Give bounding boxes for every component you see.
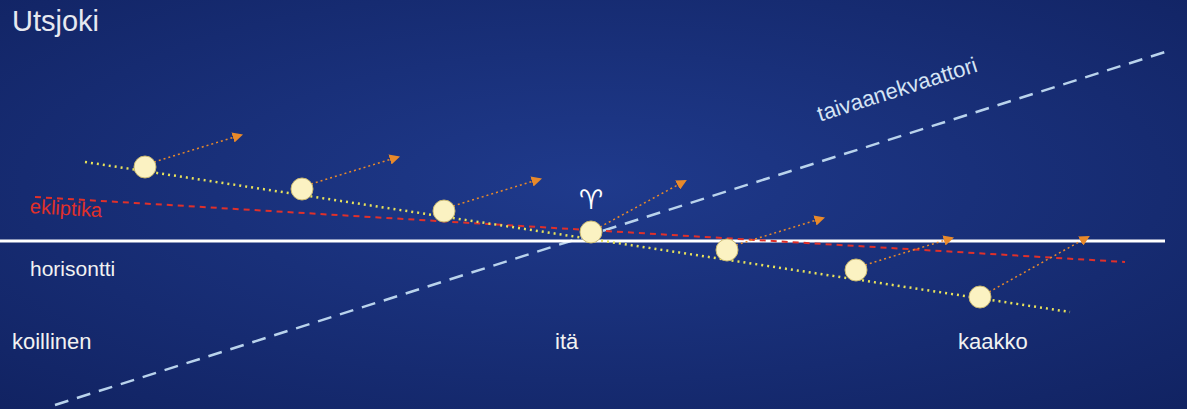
direction-label: itä xyxy=(555,331,578,353)
celestial-equator xyxy=(55,52,1165,405)
motion-arrow xyxy=(311,157,398,184)
sun-path xyxy=(85,162,1070,312)
sun-disc xyxy=(969,286,991,308)
horizon-label: horisontti xyxy=(30,258,115,279)
direction-label: koillinen xyxy=(12,331,92,353)
place-title: Utsjoki xyxy=(12,7,99,36)
motion-arrow xyxy=(989,237,1088,292)
sun-disc xyxy=(291,178,313,200)
sun-disc xyxy=(716,239,738,261)
sun-disc xyxy=(433,200,455,222)
sun-disc xyxy=(845,259,867,281)
motion-arrows xyxy=(154,135,1088,292)
aries-symbol: ♈ xyxy=(579,186,603,213)
motion-arrow xyxy=(453,179,540,206)
ecliptic-label: ekliptika xyxy=(29,196,102,220)
motion-arrow xyxy=(154,135,241,162)
motion-arrow xyxy=(600,181,685,227)
sun-disc xyxy=(580,221,602,243)
direction-label: kaakko xyxy=(958,331,1028,353)
sun-positions xyxy=(134,156,991,308)
motion-arrow xyxy=(865,238,952,265)
sun-disc xyxy=(134,156,156,178)
horizon-line xyxy=(0,240,1165,243)
motion-arrow xyxy=(736,218,823,245)
